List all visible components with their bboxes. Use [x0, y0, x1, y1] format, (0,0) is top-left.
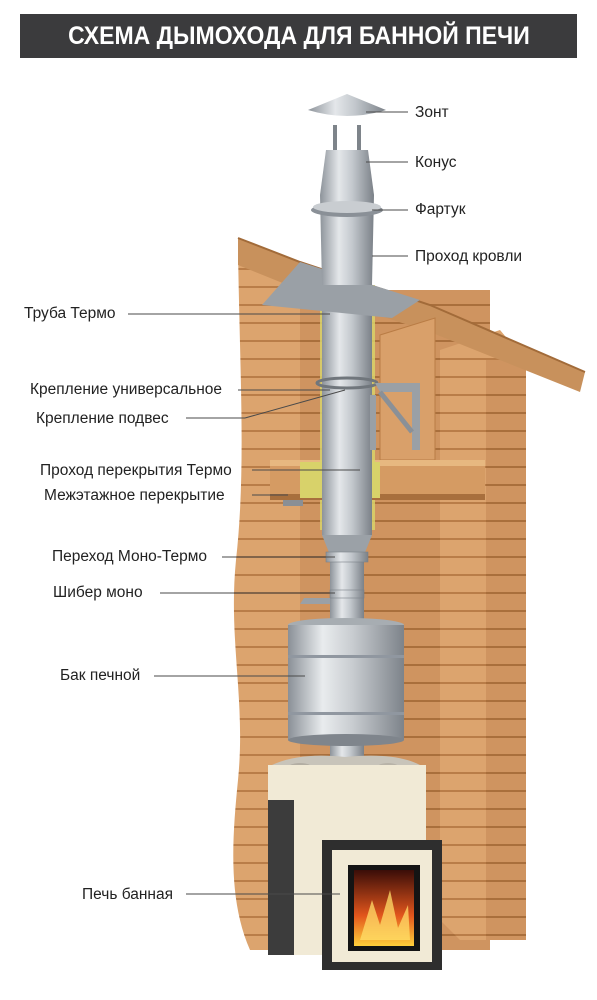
- label-kreplenie-podves: Крепление подвес: [36, 410, 169, 427]
- leader-lines: [128, 111, 408, 895]
- title-bar: СХЕМА ДЫМОХОДА ДЛЯ БАННОЙ ПЕЧИ: [20, 14, 577, 58]
- label-konus: Конус: [415, 154, 457, 171]
- label-pech: Печь банная: [82, 886, 173, 903]
- label-fartuk: Фартук: [415, 201, 466, 218]
- component-labels: Зонт Конус Фартук Проход кровли Труба Те…: [24, 104, 522, 903]
- label-prohod-krovli: Проход кровли: [415, 248, 522, 265]
- label-truba-termo: Труба Термо: [24, 305, 116, 322]
- label-prohod-perekrytiya: Проход перекрытия Термо: [40, 462, 232, 479]
- stove-tank: [288, 618, 404, 746]
- label-perehod: Переход Моно-Термо: [52, 548, 207, 565]
- wall-brackets: [315, 376, 420, 450]
- label-mezhetazhnoe: Межэтажное перекрытие: [44, 487, 225, 504]
- label-kreplenie-universalnoe: Крепление универсальное: [30, 381, 222, 398]
- label-bak: Бак печной: [60, 667, 140, 684]
- roof-top-assembly: [262, 94, 420, 318]
- label-zont: Зонт: [415, 104, 449, 121]
- label-shiber: Шибер моно: [53, 584, 143, 601]
- page-title: СХЕМА ДЫМОХОДА ДЛЯ БАННОЙ ПЕЧИ: [67, 21, 530, 50]
- sauna-stove: [268, 755, 442, 970]
